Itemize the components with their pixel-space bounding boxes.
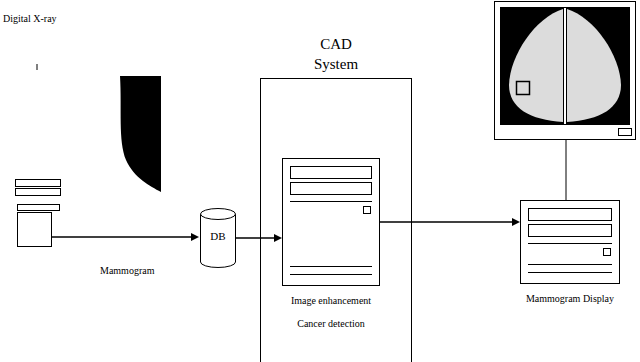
feed-line <box>52 236 192 238</box>
tower-body <box>521 201 620 284</box>
computer-icon <box>282 158 380 286</box>
base-line <box>528 264 612 265</box>
connector-line <box>380 221 512 223</box>
connector-arrow <box>380 218 520 226</box>
tick-mark <box>37 64 38 70</box>
drive-bay <box>529 225 612 237</box>
connector-line <box>236 237 274 239</box>
drive-bay <box>291 167 372 179</box>
device-label: Digital X-ray <box>3 12 57 25</box>
node-text: Cancer detection <box>282 317 380 330</box>
drive-bay <box>291 183 372 195</box>
system-box: CAD SystemImage enhancementCancer detect… <box>260 34 412 362</box>
image-label: Mammogram <box>100 264 154 277</box>
node-text: Mammogram Display <box>520 292 620 305</box>
mammogram-image <box>103 76 161 206</box>
panel-line <box>290 201 372 202</box>
base-line <box>528 272 612 273</box>
tower-body <box>283 159 380 286</box>
feed-arrowhead <box>191 233 199 241</box>
drive-bay <box>529 209 612 221</box>
monitor <box>495 2 636 201</box>
system-heading: CAD System <box>304 34 368 74</box>
database-cylinder: DB <box>200 208 236 268</box>
node-text: DB <box>200 208 236 243</box>
node-text: Image enhancement <box>282 294 380 307</box>
connector-arrow <box>236 234 282 242</box>
arrowhead <box>274 234 282 242</box>
arrowhead <box>512 218 520 226</box>
computer-icon <box>520 200 620 284</box>
panel-line <box>528 243 612 244</box>
cylinder-top <box>201 209 236 220</box>
base-line <box>290 266 372 267</box>
computer-node: Image enhancementCancer detection <box>282 158 380 330</box>
computer-node: Mammogram Display <box>520 200 620 305</box>
power-button <box>604 249 611 256</box>
base-line <box>290 274 372 275</box>
power-button <box>364 207 371 214</box>
